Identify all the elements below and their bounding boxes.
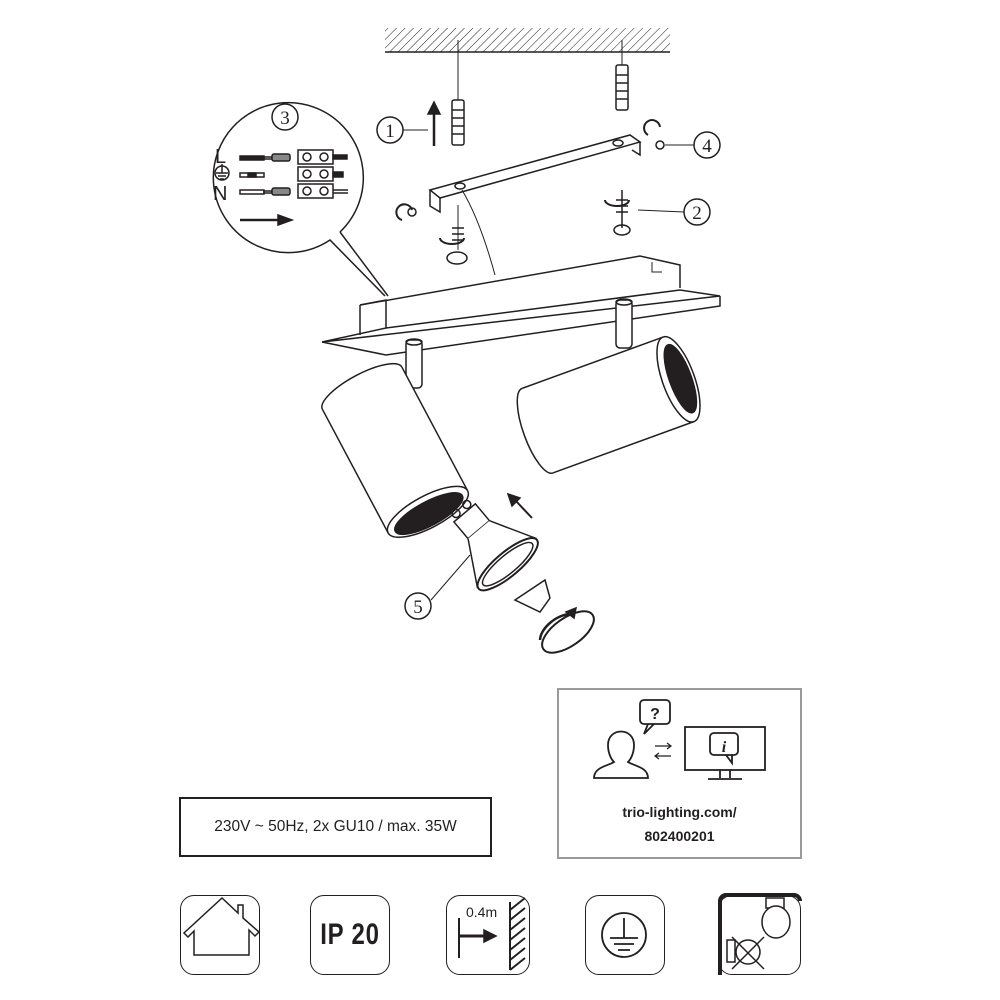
gu10-bulb: [451, 499, 539, 592]
svg-text:?: ?: [650, 706, 660, 723]
step-3-label: 3: [280, 108, 290, 129]
live-label: L: [215, 146, 226, 168]
electrical-spec-box: 230V ~ 50Hz, 2x GU10 / max. 35W: [179, 797, 492, 857]
ip-rating-icon-box: [310, 895, 390, 975]
arrow-up-icon: [426, 100, 442, 146]
spotlight-right: [516, 335, 701, 474]
step-2-label: 2: [692, 203, 702, 224]
screw-icon: [395, 119, 665, 265]
wall-plug-icon: [451, 40, 629, 146]
support-info-box: trio-lighting.com/ 802400201: [557, 688, 802, 859]
no-cover-icon-box: [718, 895, 801, 975]
ceiling: [385, 28, 670, 53]
svg-text:i: i: [722, 739, 727, 756]
step-markers: [271, 103, 721, 620]
distance-to-surface-icon: [458, 897, 526, 971]
earth-symbol-icon: [214, 164, 230, 181]
step-1-label: 1: [385, 121, 395, 142]
wiring-callout: [212, 101, 389, 297]
indoor-use-icon-box: [180, 895, 260, 975]
exchange-arrows-icon: [654, 742, 672, 760]
ip-rating-label: IP 20: [320, 918, 380, 951]
house-icon: [182, 896, 261, 956]
neutral-label: N: [213, 183, 227, 205]
electrical-spec-text: 230V ~ 50Hz, 2x GU10 / max. 35W: [214, 818, 457, 835]
min-distance-label: 0.4m: [466, 904, 498, 920]
step-4-label: 4: [702, 136, 712, 157]
step-5-label: 5: [413, 597, 423, 618]
mounting-bracket: [428, 134, 642, 276]
insert-arrow-icon: [506, 492, 533, 519]
support-url[interactable]: trio-lighting.com/: [622, 804, 737, 820]
protective-earth-icon: [601, 912, 647, 958]
spot-arm: [405, 298, 633, 389]
person-icon: [593, 730, 649, 779]
product-code: 802400201: [644, 828, 715, 844]
retaining-ring: [513, 578, 595, 654]
question-bubble-icon: ?: [639, 699, 671, 735]
earth-icon-box: [585, 895, 665, 975]
monitor-info-icon: i: [684, 726, 766, 780]
spotlight-left: [321, 362, 470, 538]
min-distance-icon-box: [446, 895, 530, 975]
